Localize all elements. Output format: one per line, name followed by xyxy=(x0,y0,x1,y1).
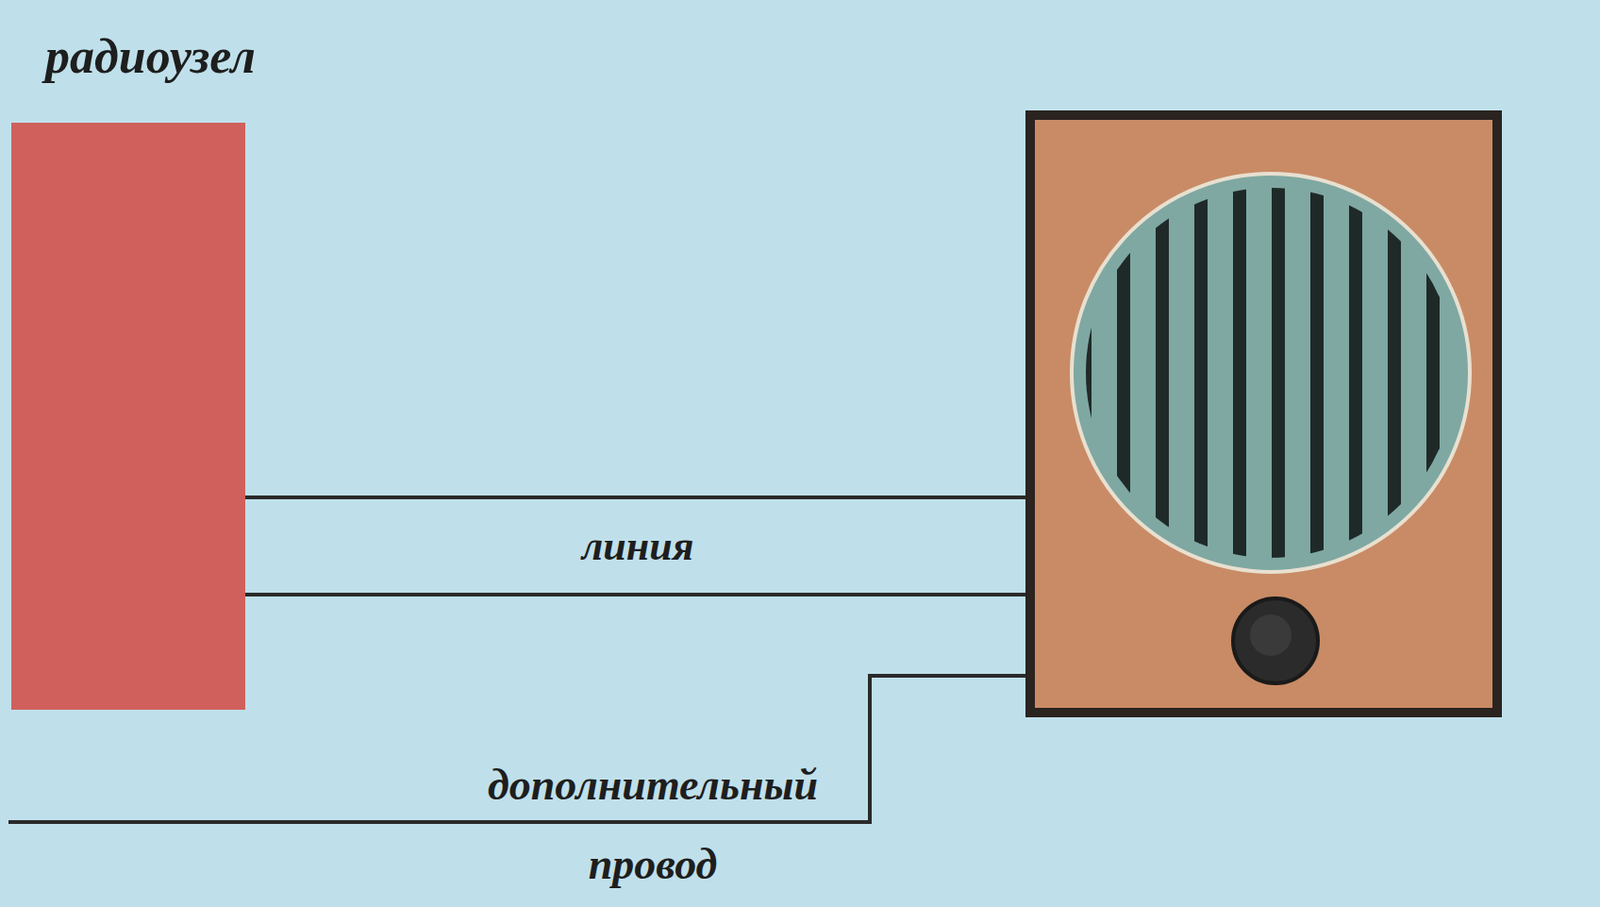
grille-bar xyxy=(1426,169,1440,576)
grille-bar xyxy=(1233,169,1247,576)
radio-hub-box: радиоузел xyxy=(11,122,246,710)
grille-bar xyxy=(1271,169,1285,576)
volume-knob xyxy=(1233,598,1318,684)
grille-bar xyxy=(1310,169,1324,576)
wire xyxy=(245,495,1026,500)
knob-highlight xyxy=(1250,614,1292,656)
grille-bar xyxy=(1116,169,1131,576)
wire-label: дополнительный провод xyxy=(473,745,833,904)
node-heading: радиоузел xyxy=(45,28,256,84)
grille-bar xyxy=(1155,169,1169,576)
grille-bar xyxy=(1194,169,1208,576)
speaker-box xyxy=(1030,115,1498,713)
grille-bar xyxy=(1349,169,1363,576)
grille-bar xyxy=(1078,169,1092,576)
wire xyxy=(245,592,1026,597)
grille-bars xyxy=(1078,169,1440,576)
speaker-grille xyxy=(1071,173,1470,572)
loudspeaker xyxy=(1030,115,1498,713)
grille-bar xyxy=(1387,169,1401,576)
line-label: линия xyxy=(449,516,827,576)
